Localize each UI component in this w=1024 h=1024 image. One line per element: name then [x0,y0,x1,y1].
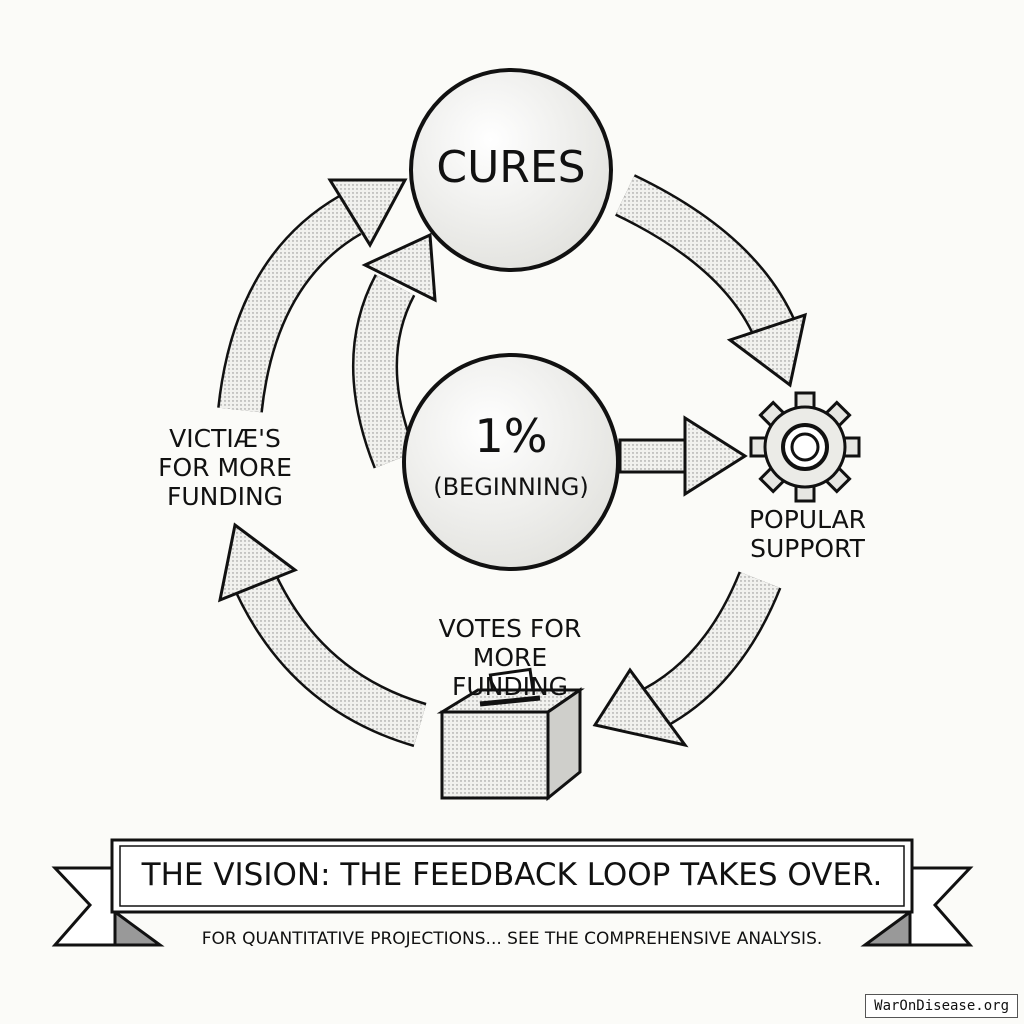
cures-label: CURES [436,142,586,193]
watermark: WarOnDisease.org [865,994,1018,1018]
popular-support-label: POPULAR SUPPORT [748,505,867,563]
banner-title: THE VISION: THE FEEDBACK LOOP TAKES OVER… [141,857,883,893]
votes-label: VOTES FOR MORE FUNDING [438,614,582,701]
gear-icon [749,391,861,503]
start-label: (BEGINNING) [433,473,589,501]
beginning-node [402,353,620,571]
ballot-box-icon [436,667,585,802]
banner-subtitle: FOR QUANTITATIVE PROJECTIONS... SEE THE … [201,929,823,949]
arrow-cures-to-support [614,174,808,388]
arrow-victims-to-cures [217,178,408,413]
arrow-start-to-support [618,415,748,497]
start-percentage: 1% [474,409,548,463]
arrow-votes-to-victims [217,522,427,748]
victims-label: VICTIÆ'S FOR MORE FUNDING [158,424,292,511]
arrow-support-to-votes [592,571,782,748]
arrow-start-to-cures [352,232,437,469]
banner-ribbon [51,838,974,947]
cures-node [409,68,613,272]
